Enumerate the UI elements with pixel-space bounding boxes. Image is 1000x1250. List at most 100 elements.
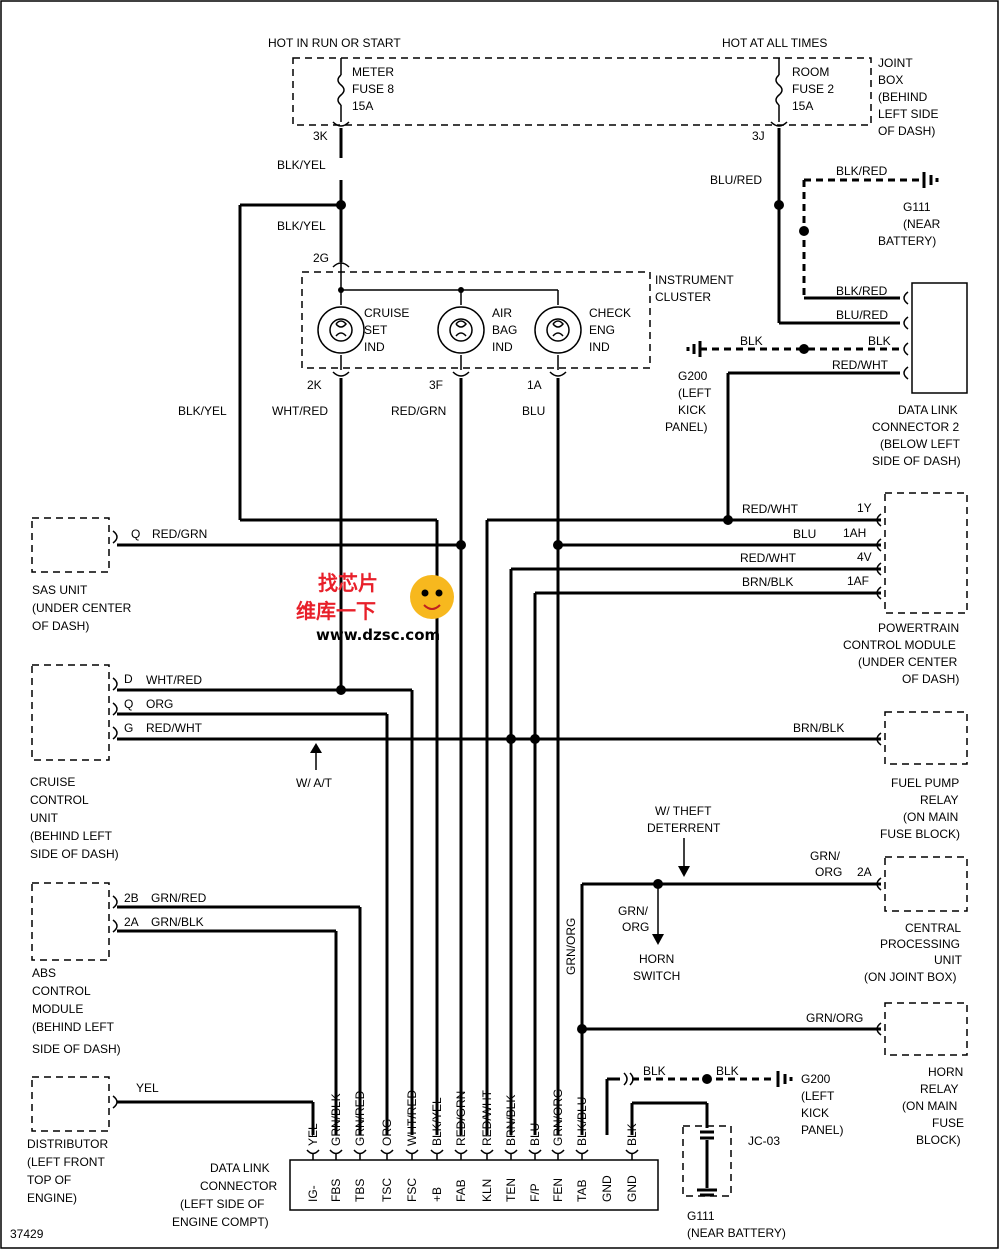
- svg-text:CONTROL MODULE: CONTROL MODULE: [843, 638, 956, 652]
- distributor-outline: [31, 1076, 110, 1132]
- jc03-splice-symbol: [700, 1130, 714, 1140]
- svg-text:IND: IND: [364, 340, 385, 354]
- cluster-pin-2k: 2K: [307, 378, 322, 392]
- dlc-pin-connector: [528, 1149, 542, 1155]
- pcm-pin-1y: 1Y: [857, 501, 872, 515]
- dlc-wire-label: BLK/BLU: [575, 1097, 589, 1146]
- dlc2-box: [911, 282, 968, 394]
- dlc-terminal-label: +B: [430, 1187, 444, 1202]
- dlc2-label: DATA LINK CONNECTOR 2 (BELOW LEFT SIDE O…: [872, 403, 961, 468]
- svg-text:SIDE OF DASH): SIDE OF DASH): [872, 454, 961, 468]
- svg-text:维库一下: 维库一下: [296, 599, 376, 623]
- svg-text:RELAY: RELAY: [920, 1082, 958, 1096]
- svg-text:G111: G111: [903, 200, 931, 214]
- cruise-pin-g: G: [124, 721, 133, 735]
- cruise-pin-d: D: [124, 672, 133, 686]
- svg-text:OF DASH): OF DASH): [32, 619, 89, 633]
- svg-text:IND: IND: [492, 340, 513, 354]
- dlc-terminal-label: TEN: [504, 1178, 518, 1202]
- fuel-pump-relay-label: FUEL PUMP RELAY (ON MAIN FUSE BLOCK): [880, 776, 960, 841]
- horn-relay-connector: [876, 1022, 882, 1036]
- dlc-terminal-label: F/P: [528, 1183, 542, 1202]
- svg-text:UNIT: UNIT: [30, 811, 59, 825]
- wire-label-blk-yel-3: BLK/YEL: [178, 404, 227, 418]
- dlc-pin-connector: [504, 1149, 518, 1155]
- svg-text:RELAY: RELAY: [920, 793, 958, 807]
- svg-text:15A: 15A: [352, 99, 373, 113]
- svg-text:BLOCK): BLOCK): [916, 1133, 961, 1147]
- dlc-connectors: [306, 1149, 639, 1160]
- svg-text:www.dzsc.com: www.dzsc.com: [316, 626, 440, 644]
- pcm-pin-4v: 4V: [857, 550, 872, 564]
- wire-label-blk-yel-1: BLK/YEL: [277, 158, 326, 172]
- sas-connector: [112, 530, 118, 544]
- wire-label-blk-3: BLK: [643, 1064, 666, 1078]
- svg-text:SAS UNIT: SAS UNIT: [32, 583, 88, 597]
- wires-upper: [238, 128, 924, 1135]
- ground-g111-top-symbol: [922, 172, 939, 188]
- wires-distributor: [117, 1100, 315, 1135]
- dlc-terminal-label: FBS: [329, 1179, 343, 1202]
- dlc-pin-connector: [329, 1149, 343, 1155]
- svg-text:UNIT: UNIT: [934, 953, 963, 967]
- svg-text:SWITCH: SWITCH: [633, 969, 680, 983]
- dlc-terminal-label: TSC: [380, 1178, 394, 1202]
- wire-label-brn-blk-2: BRN/BLK: [793, 721, 844, 735]
- svg-text:CHECK: CHECK: [589, 306, 631, 320]
- svg-text:CONTROL: CONTROL: [30, 793, 89, 807]
- air-bag-lamp-icon: [437, 306, 485, 354]
- svg-text:BOX: BOX: [878, 73, 903, 87]
- svg-text:G200: G200: [801, 1072, 831, 1086]
- dlc-pin-connector: [575, 1149, 589, 1155]
- meter-fuse-symbol: [332, 58, 350, 127]
- dlc-pin-connector: [380, 1149, 394, 1155]
- cluster-pin-2g: 2G: [313, 251, 329, 265]
- theft-deterrent-label: W/ THEFT DETERRENT: [647, 804, 721, 835]
- dlc-terminal-label: FAB: [454, 1179, 468, 1202]
- svg-text:(ON JOINT BOX): (ON JOINT BOX): [864, 970, 956, 984]
- cpu-label: CENTRAL PROCESSING UNIT (ON JOINT BOX): [864, 921, 963, 984]
- svg-text:ROOM: ROOM: [792, 65, 829, 79]
- wire-label-blk-4: BLK: [716, 1064, 739, 1078]
- instrument-cluster-outline: [301, 271, 651, 369]
- wire-label-grn-org-horn: GRN/ORG: [806, 1011, 863, 1025]
- wire-label-grn-org-cpu: GRN/ ORG: [810, 849, 842, 879]
- wire-label-brn-blk-1: BRN/BLK: [742, 575, 793, 589]
- g111-bottom-label: G111 (NEAR BATTERY): [687, 1209, 786, 1240]
- svg-text:FUSE BLOCK): FUSE BLOCK): [880, 827, 960, 841]
- wire-label-blk-1: BLK: [868, 334, 891, 348]
- svg-text:FUSE 2: FUSE 2: [792, 82, 834, 96]
- dlc-label: DATA LINK CONNECTOR (LEFT SIDE OF ENGINE…: [172, 1161, 277, 1229]
- abs-module-outline: [31, 882, 110, 961]
- air-bag-lamp-label: AIR BAG IND: [492, 306, 517, 354]
- wire-label-grn-blk-1: GRN/BLK: [151, 915, 204, 929]
- svg-text:INSTRUMENT: INSTRUMENT: [655, 273, 734, 287]
- wires-abs: [117, 905, 362, 1135]
- svg-text:G200: G200: [678, 369, 708, 383]
- wire-label-grn-org-vert: GRN/ORG: [564, 918, 578, 975]
- cpu-pin-2a: 2A: [857, 865, 872, 879]
- jc03-label: JC-03: [748, 1134, 780, 1148]
- abs-module-label: ABS CONTROL MODULE (BEHIND LEFT SIDE OF …: [32, 966, 121, 1056]
- dlc-wire-label: ORG: [380, 1119, 394, 1146]
- dlc-terminal-label: IG-: [306, 1185, 320, 1202]
- svg-text:(LEFT: (LEFT: [801, 1089, 835, 1103]
- svg-text:SET: SET: [364, 323, 388, 337]
- fuel-pump-connector: [876, 732, 882, 746]
- svg-text:GRN/: GRN/: [810, 849, 841, 863]
- svg-text:OF DASH): OF DASH): [902, 672, 959, 686]
- svg-text:(BEHIND LEFT: (BEHIND LEFT: [32, 1020, 115, 1034]
- cruise-connectors: [112, 677, 118, 740]
- cluster-pin-3f: 3F: [429, 378, 443, 392]
- svg-text:DATA LINK: DATA LINK: [210, 1161, 270, 1175]
- svg-text:DISTRIBUTOR: DISTRIBUTOR: [27, 1137, 108, 1151]
- svg-text:CENTRAL: CENTRAL: [905, 921, 961, 935]
- svg-text:FUSE: FUSE: [932, 1116, 964, 1130]
- room-fuse-pin: 3J: [752, 129, 765, 143]
- svg-text:(NEAR BATTERY): (NEAR BATTERY): [687, 1226, 786, 1240]
- svg-text:KICK: KICK: [801, 1106, 829, 1120]
- horn-relay-outline: [884, 1002, 968, 1056]
- check-eng-lamp-icon: [534, 306, 582, 354]
- svg-text:FUEL PUMP: FUEL PUMP: [891, 776, 959, 790]
- wire-label-red-wht-1: RED/WHT: [832, 358, 889, 372]
